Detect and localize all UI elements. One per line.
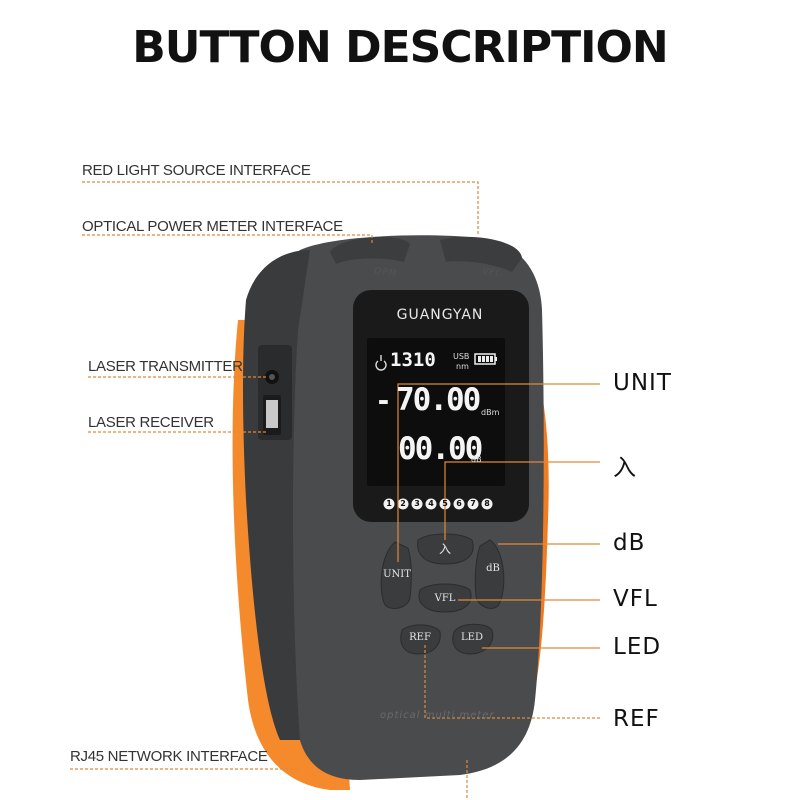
battery-icon — [474, 353, 497, 365]
vfl-button-shape — [418, 583, 472, 613]
indicator-8: 8 — [484, 499, 490, 508]
leader-unit — [397, 383, 600, 562]
power-sign: - — [375, 384, 392, 417]
led-button-shape — [452, 623, 494, 655]
top-port-opm — [330, 237, 410, 264]
power-icon — [375, 355, 387, 371]
leader-opm — [82, 234, 373, 244]
leader-lines-right — [397, 383, 600, 800]
leader-red-light — [82, 181, 479, 236]
leader-ref — [424, 645, 600, 719]
indicator-7: 7 — [470, 499, 476, 508]
ref-button-shape — [400, 624, 441, 655]
unit-button-shape — [380, 541, 412, 609]
dbm-label: dBm — [481, 408, 500, 417]
wavelength-readout: 1310 — [390, 349, 436, 371]
label-db: dB — [613, 530, 646, 556]
label-lambda: 入 — [613, 455, 637, 481]
label-unit: UNIT — [613, 370, 672, 396]
indicator-3: 3 — [414, 499, 420, 508]
device-engraving: optical multi meter — [380, 710, 495, 721]
label-laser-transmitter: LASER TRANSMITTER — [88, 358, 243, 375]
nm-label: nm — [456, 362, 469, 371]
lcd-screen — [367, 338, 505, 486]
loss-readout: 00.00 — [398, 431, 483, 467]
page-title: BUTTON DESCRIPTION — [132, 22, 669, 73]
label-opm-interface: OPTICAL POWER METER INTERFACE — [82, 218, 343, 235]
usb-label: USB — [453, 352, 470, 361]
indicator-1: 1 — [386, 499, 392, 508]
led-button[interactable]: LED — [461, 632, 483, 643]
db-button[interactable]: dB — [486, 563, 500, 574]
indicator-6: 6 — [456, 499, 462, 508]
leader-lambda — [444, 461, 600, 540]
lambda-button[interactable]: 入 — [438, 542, 451, 556]
indicator-2: 2 — [400, 499, 406, 508]
vfl-button[interactable]: VFL — [434, 593, 456, 604]
power-readout: 70.00 — [396, 382, 481, 418]
label-laser-receiver: LASER RECEIVER — [88, 414, 214, 431]
db-unit-label: dB — [471, 455, 482, 464]
ref-button[interactable]: REF — [409, 632, 431, 643]
indicator-5: 5 — [442, 499, 448, 508]
device-brand: GUANGYAN — [396, 307, 484, 323]
indicator-dots — [383, 498, 493, 510]
label-red-light-interface: RED LIGHT SOURCE INTERFACE — [82, 162, 311, 179]
leader-lines — [70, 181, 600, 770]
label-rj45-interface: RJ45 NETWORK INTERFACE — [70, 748, 268, 765]
top-port-vfl — [440, 236, 522, 272]
label-led: LED — [613, 634, 662, 660]
db-button-shape — [474, 539, 505, 609]
indicator-4: 4 — [428, 499, 434, 508]
label-vfl: VFL — [613, 586, 658, 612]
label-ref: REF — [613, 706, 660, 732]
unit-button[interactable]: UNIT — [383, 569, 411, 580]
